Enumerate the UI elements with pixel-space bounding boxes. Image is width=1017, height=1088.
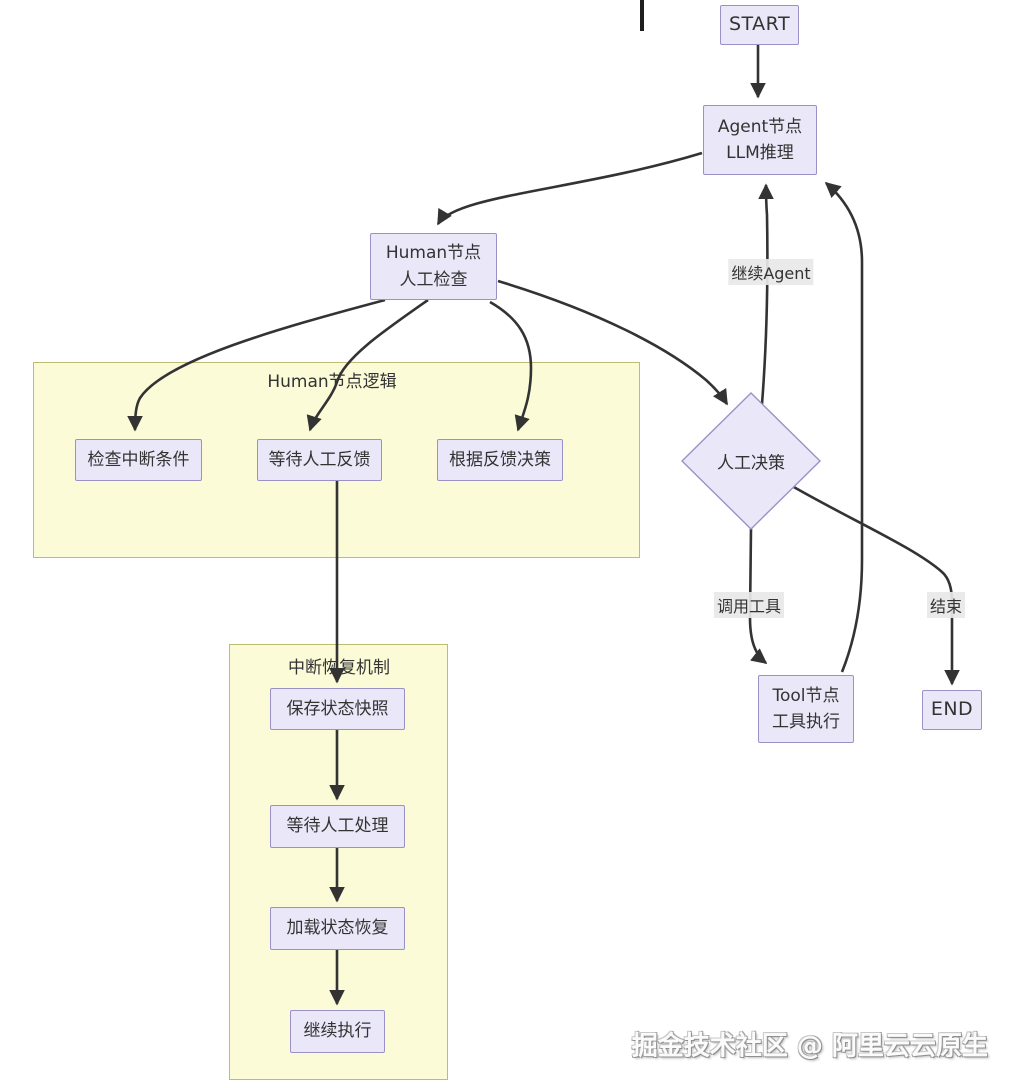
edge-human-wait-feedback <box>306 298 429 432</box>
watermark-text: 掘金技术社区 @ 阿里云云原生 <box>631 1031 988 1062</box>
edge-decision-tool <box>748 527 768 665</box>
node-decision-label: 人工决策 <box>717 453 785 474</box>
edge-human-decide-feedback <box>489 300 533 432</box>
node-load-state-restore: 加载状态恢复 <box>270 907 405 950</box>
node-tool: Tool节点 工具执行 <box>758 675 854 743</box>
node-end: END <box>922 690 982 730</box>
edge-label-call-tool: 调用工具 <box>713 592 785 618</box>
edge-human-check <box>127 298 386 432</box>
node-decide-by-feedback: 根据反馈决策 <box>437 439 563 481</box>
artifact-mark <box>640 0 644 31</box>
node-agent: Agent节点 LLM推理 <box>703 105 817 175</box>
node-wait-human-feedback: 等待人工反馈 <box>257 439 382 481</box>
edge-human-decision <box>497 279 729 406</box>
edge-label-continue-agent: 继续Agent <box>728 259 814 285</box>
subgraph-title-interrupt-recovery: 中断恢复机制 <box>288 658 390 678</box>
edge-tool-agent <box>824 181 864 673</box>
edge-decision-end <box>791 484 960 686</box>
node-resume-execution: 继续执行 <box>290 1010 385 1053</box>
decision-diamond-shape <box>681 392 821 530</box>
node-check-interrupt-condition: 检查中断条件 <box>75 439 202 481</box>
subgraph-title-human-logic: Human节点逻辑 <box>267 372 397 392</box>
edge-decision-agent <box>758 183 774 405</box>
node-start: START <box>720 5 799 45</box>
node-save-snapshot: 保存状态快照 <box>270 688 405 730</box>
edge-agent-human <box>436 151 703 226</box>
node-wait-human-handle: 等待人工处理 <box>270 805 405 848</box>
node-human: Human节点 人工检查 <box>370 233 497 300</box>
edge-label-finish: 结束 <box>926 592 966 618</box>
